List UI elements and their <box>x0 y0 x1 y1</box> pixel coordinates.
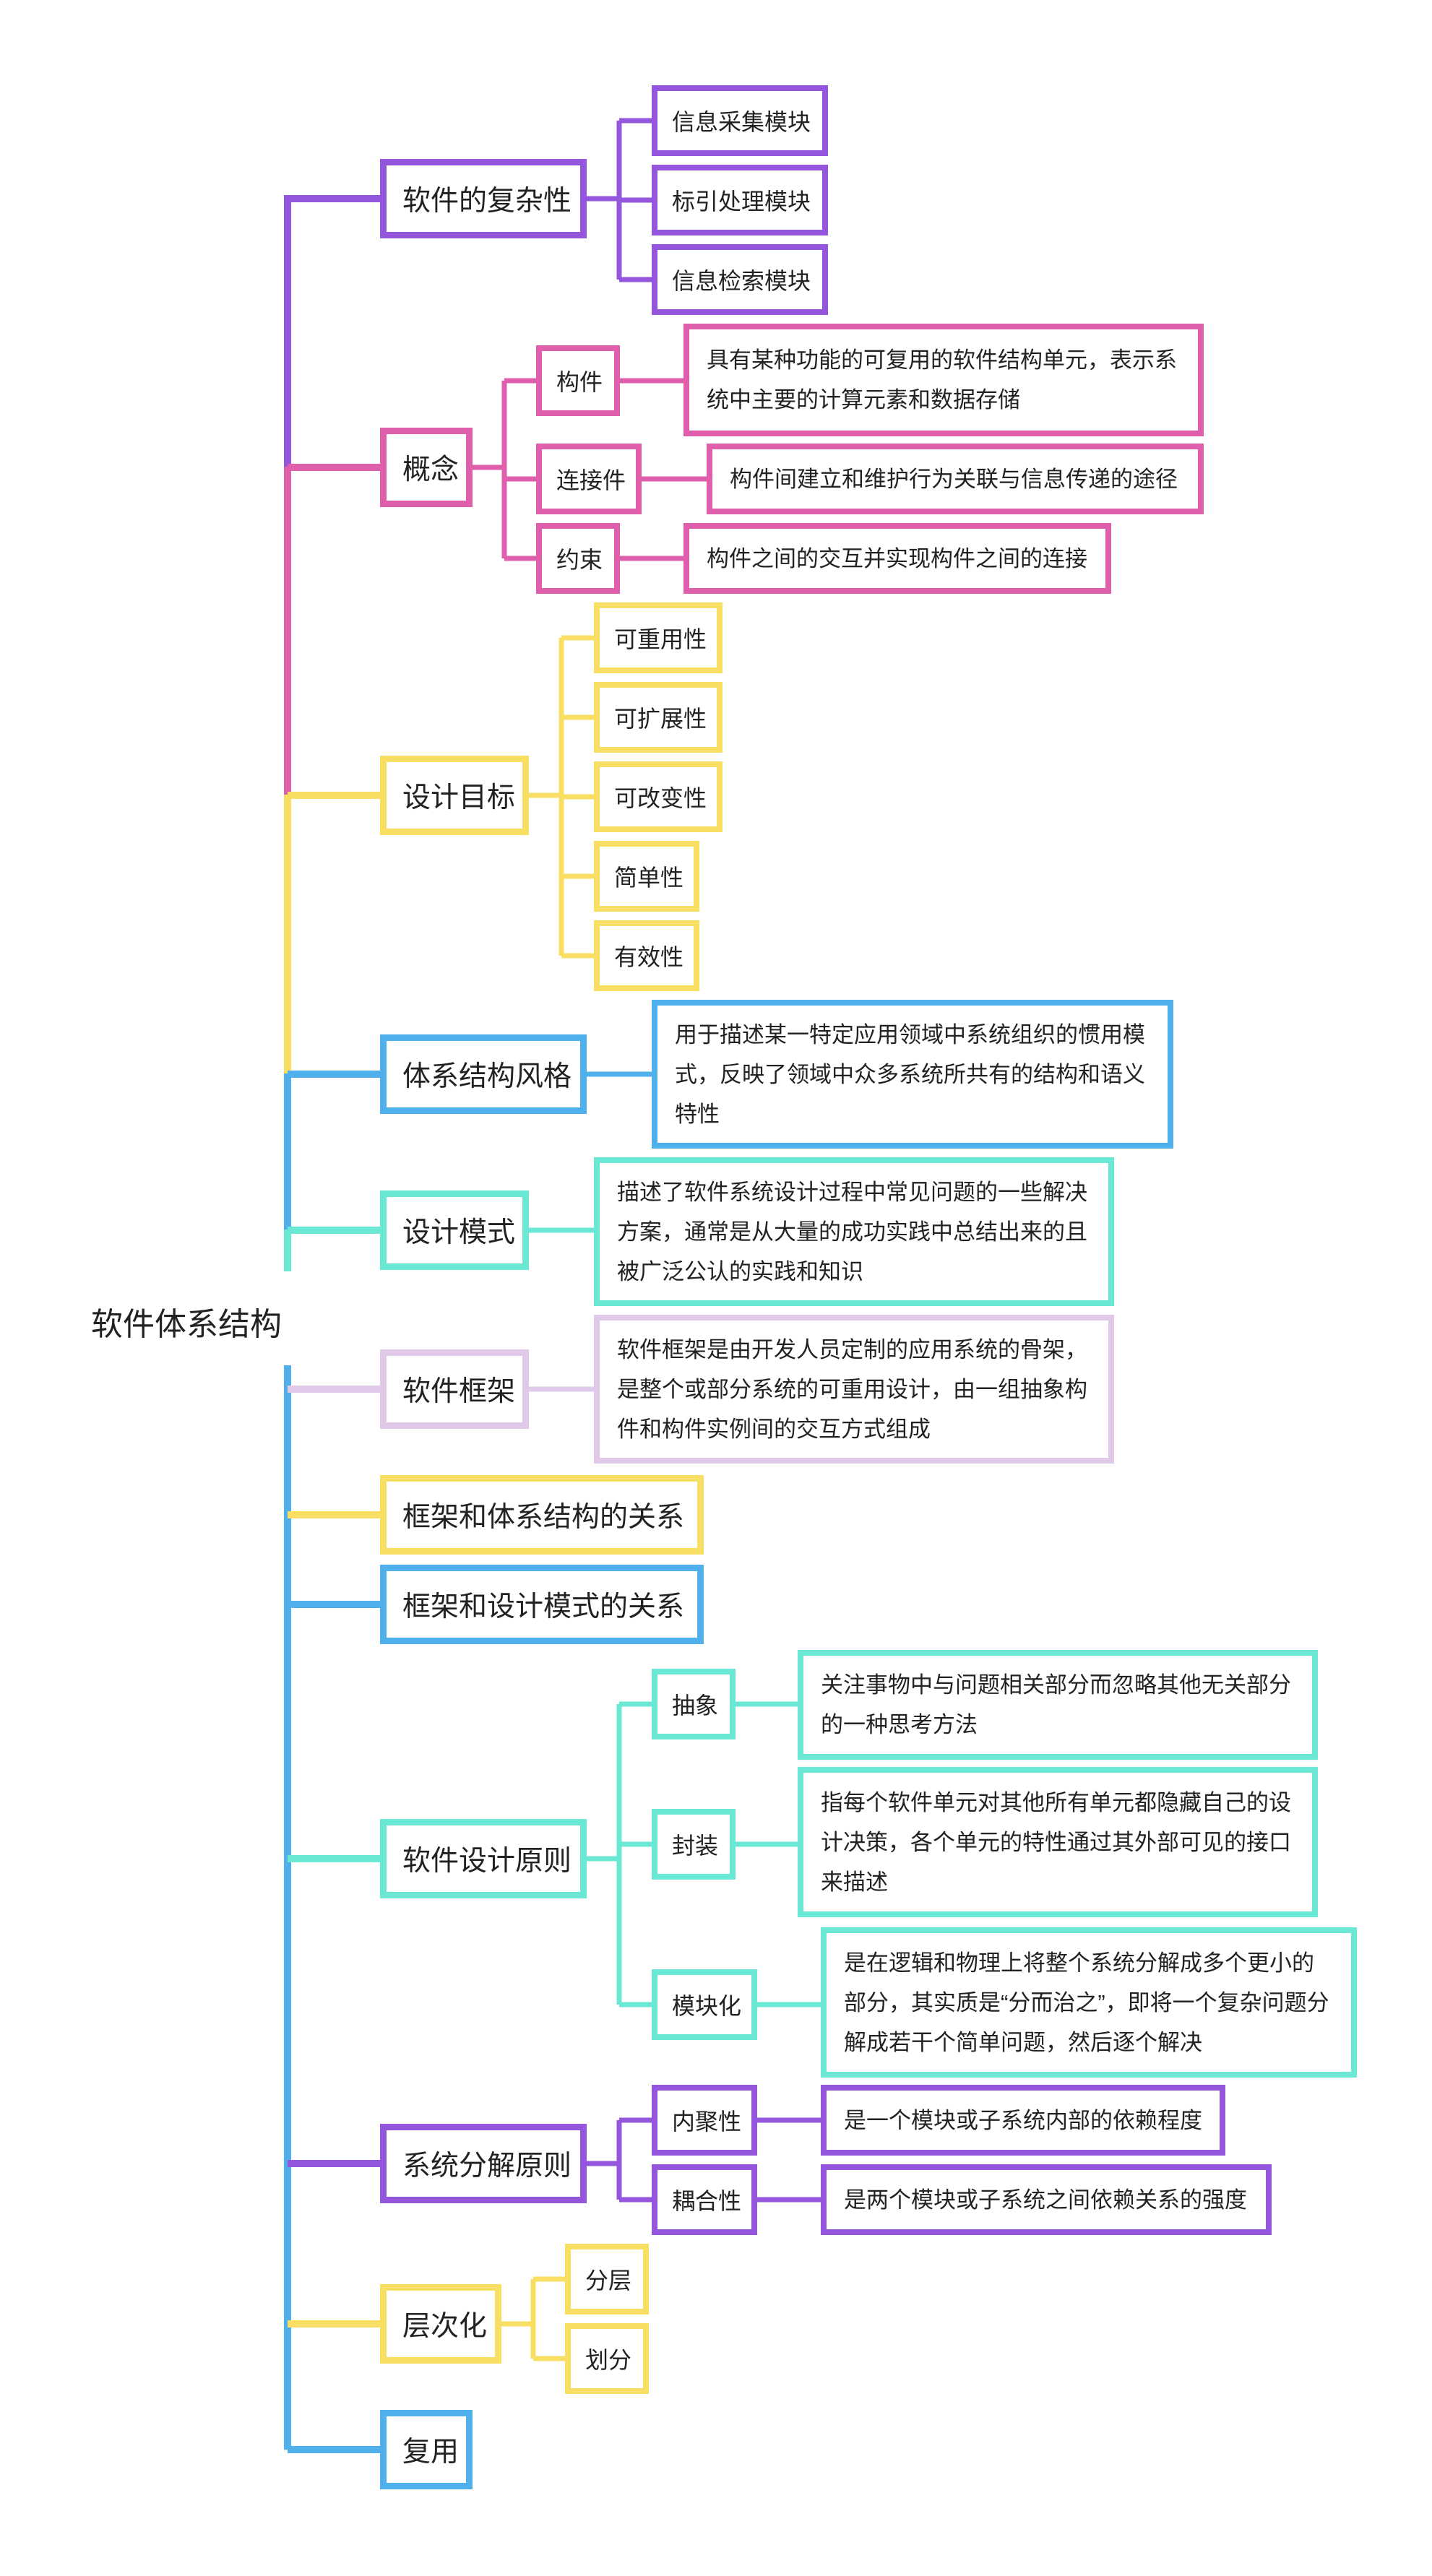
branch-design-principles[interactable]: 软件设计原则 <box>380 1819 587 1898</box>
branch-label: 框架和体系结构的关系 <box>402 1502 685 1533</box>
detail-text: 构件间建立和维护行为关联与信息传递的途径 <box>730 466 1178 492</box>
detail-design-pattern: 描述了软件系统设计过程中常见问题的一些解决方案，通常是从大量的成功实践中总结出来… <box>594 1157 1114 1306</box>
branch-architecture-style[interactable]: 体系结构风格 <box>380 1034 587 1114</box>
branch-framework-pattern-relation[interactable]: 框架和设计模式的关系 <box>380 1565 704 1644</box>
detail-text: 是两个模块或子系统之间依赖关系的强度 <box>844 2187 1247 2213</box>
item-label: 封装 <box>672 1833 719 1859</box>
branch-software-framework[interactable]: 软件框架 <box>380 1349 529 1429</box>
detail-coupling: 是两个模块或子系统之间依赖关系的强度 <box>821 2164 1272 2235</box>
detail-text: 关注事物中与问题相关部分而忽略其他无关部分的一种思考方法 <box>821 1672 1291 1737</box>
detail-component: 具有某种功能的可复用的软件结构单元，表示系统中主要的计算元素和数据存储 <box>683 324 1204 436</box>
branch-label: 软件框架 <box>402 1376 516 1407</box>
branch-decomposition-principles[interactable]: 系统分解原则 <box>380 2124 587 2203</box>
item-label: 有效性 <box>614 944 684 970</box>
item-label: 可改变性 <box>614 785 707 811</box>
item-cohesion[interactable]: 内聚性 <box>652 2085 757 2156</box>
branch-design-pattern[interactable]: 设计模式 <box>380 1190 529 1270</box>
detail-architecture-style: 用于描述某一特定应用领域中系统组织的惯用模式，反映了领域中众多系统所共有的结构和… <box>652 1000 1173 1149</box>
detail-text: 是在逻辑和物理上将整个系统分解成多个更小的部分，其实质是“分而治之”，即将一个复… <box>844 1950 1329 2055</box>
detail-text: 指每个软件单元对其他所有单元都隐藏自己的设计决策，各个单元的特性通过其外部可见的… <box>821 1789 1291 1895</box>
detail-connector: 构件间建立和维护行为关联与信息传递的途径 <box>707 444 1204 514</box>
item-label: 可扩展性 <box>614 706 707 732</box>
item-reusability[interactable]: 可重用性 <box>594 602 723 673</box>
detail-software-framework: 软件框架是由开发人员定制的应用系统的骨架，是整个或部分系统的可重用设计，由一组抽… <box>594 1315 1114 1464</box>
branch-label: 设计目标 <box>402 782 516 813</box>
detail-encapsulation: 指每个软件单元对其他所有单元都隐藏自己的设计决策，各个单元的特性通过其外部可见的… <box>798 1767 1318 1917</box>
branch-layering[interactable]: 层次化 <box>380 2284 501 2364</box>
branch-framework-architecture-relation[interactable]: 框架和体系结构的关系 <box>380 1475 704 1555</box>
item-layer[interactable]: 分层 <box>565 2244 649 2314</box>
item-label: 信息检索模块 <box>672 268 811 294</box>
item-encapsulation[interactable]: 封装 <box>652 1809 736 1880</box>
item-simplicity[interactable]: 简单性 <box>594 841 699 912</box>
item-label: 构件 <box>556 369 603 395</box>
branch-concept[interactable]: 概念 <box>380 428 473 507</box>
detail-text: 构件之间的交互并实现构件之间的连接 <box>707 545 1087 571</box>
detail-constraint: 构件之间的交互并实现构件之间的连接 <box>683 523 1111 594</box>
item-label: 模块化 <box>672 1993 742 2019</box>
branch-label: 设计模式 <box>402 1217 516 1248</box>
branch-label: 系统分解原则 <box>402 2151 572 2182</box>
detail-text: 是一个模块或子系统内部的依赖程度 <box>844 2107 1202 2133</box>
branch-label: 概念 <box>402 454 460 485</box>
branch-label: 框架和设计模式的关系 <box>402 1591 685 1622</box>
item-extensibility[interactable]: 可扩展性 <box>594 682 723 753</box>
item-label: 连接件 <box>556 467 626 493</box>
item-constraint[interactable]: 约束 <box>536 523 620 594</box>
item-info-collection[interactable]: 信息采集模块 <box>652 85 828 156</box>
detail-abstraction: 关注事物中与问题相关部分而忽略其他无关部分的一种思考方法 <box>798 1650 1318 1760</box>
item-label: 可重用性 <box>614 626 707 652</box>
item-label: 简单性 <box>614 865 684 891</box>
detail-text: 用于描述某一特定应用领域中系统组织的惯用模式，反映了领域中众多系统所共有的结构和… <box>675 1021 1145 1127</box>
detail-text: 具有某种功能的可复用的软件结构单元，表示系统中主要的计算元素和数据存储 <box>707 347 1177 412</box>
branch-label: 层次化 <box>402 2311 488 2342</box>
item-label: 分层 <box>585 2268 632 2294</box>
item-modularity[interactable]: 模块化 <box>652 1969 757 2040</box>
detail-modularity: 是在逻辑和物理上将整个系统分解成多个更小的部分，其实质是“分而治之”，即将一个复… <box>821 1927 1357 2078</box>
item-effectiveness[interactable]: 有效性 <box>594 920 699 991</box>
branch-design-goals[interactable]: 设计目标 <box>380 756 529 835</box>
branch-label: 软件的复杂性 <box>402 186 572 217</box>
item-label: 划分 <box>585 2347 632 2373</box>
branch-label: 软件设计原则 <box>402 1846 572 1877</box>
detail-text: 软件框架是由开发人员定制的应用系统的骨架，是整个或部分系统的可重用设计，由一组抽… <box>617 1336 1087 1442</box>
item-label: 耦合性 <box>672 2188 742 2214</box>
item-index-processing[interactable]: 标引处理模块 <box>652 165 828 235</box>
item-label: 内聚性 <box>672 2109 742 2135</box>
item-info-retrieval[interactable]: 信息检索模块 <box>652 244 828 315</box>
item-label: 约束 <box>556 547 603 573</box>
branch-reuse[interactable]: 复用 <box>380 2410 473 2489</box>
item-label: 标引处理模块 <box>672 189 811 215</box>
branch-label: 体系结构风格 <box>402 1061 572 1092</box>
root-title: 软件体系结构 <box>91 1307 282 1342</box>
item-label: 信息采集模块 <box>672 109 811 135</box>
item-changeability[interactable]: 可改变性 <box>594 761 723 832</box>
item-component[interactable]: 构件 <box>536 345 620 416</box>
item-connector[interactable]: 连接件 <box>536 444 642 514</box>
branch-label: 复用 <box>402 2437 460 2468</box>
item-abstraction[interactable]: 抽象 <box>652 1669 736 1739</box>
branch-software-complexity[interactable]: 软件的复杂性 <box>380 159 587 238</box>
item-label: 抽象 <box>672 1693 719 1719</box>
item-partition[interactable]: 划分 <box>565 2323 649 2394</box>
item-coupling[interactable]: 耦合性 <box>652 2164 757 2235</box>
detail-text: 描述了软件系统设计过程中常见问题的一些解决方案，通常是从大量的成功实践中总结出来… <box>617 1179 1087 1284</box>
detail-cohesion: 是一个模块或子系统内部的依赖程度 <box>821 2085 1225 2156</box>
